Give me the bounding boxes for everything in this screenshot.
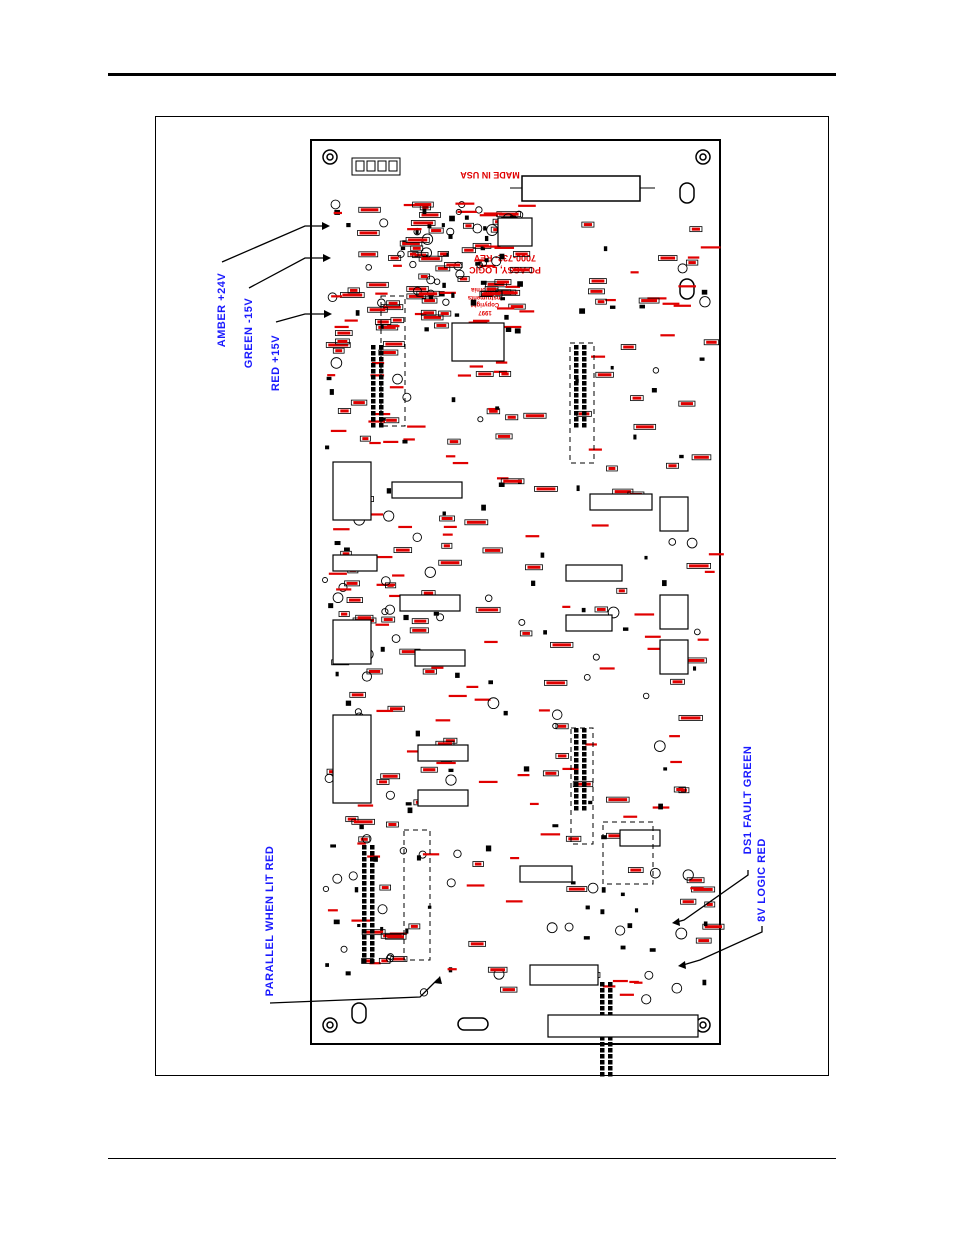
- year-label: 1997: [478, 309, 492, 315]
- header-rule: [108, 73, 836, 76]
- ic-packages: [332, 322, 661, 986]
- assy-line-1: PC ASSY, LOGIC: [469, 265, 541, 275]
- callout-amber-24v: AMBER +24V: [216, 273, 228, 348]
- dashed-outlines: [380, 295, 654, 961]
- callout-leaders: [221, 225, 763, 1004]
- resistor-r13: [510, 175, 655, 202]
- pin-headers: [362, 345, 694, 1077]
- made-in-label: MADE IN USA: [460, 170, 520, 180]
- callout-8v-logic: 8V LOGIC RED: [756, 838, 768, 922]
- callout-green-15v: GREEN -15V: [243, 298, 255, 369]
- bottom-connector: [547, 1014, 699, 1038]
- assy-line-2: 7000-732- REV: [474, 253, 536, 263]
- company-line-2: Instruments: [467, 294, 502, 300]
- mounting-holes: [322, 149, 711, 1033]
- callout-red-15v: RED +15V: [270, 335, 282, 391]
- callout-ds1-fault: DS1 FAULT GREEN: [742, 746, 754, 855]
- company-line-1: California: [471, 286, 499, 292]
- footer-rule: [108, 1158, 836, 1159]
- figure-frame: [155, 116, 829, 1076]
- callout-parallel-when-lit: PARALLEL WHEN LIT RED: [264, 846, 276, 997]
- copyright-label: Copyright: [471, 301, 499, 307]
- voltage-regulators: [497, 217, 689, 675]
- connector-top: [351, 157, 401, 176]
- callout-arrows: [322, 222, 686, 984]
